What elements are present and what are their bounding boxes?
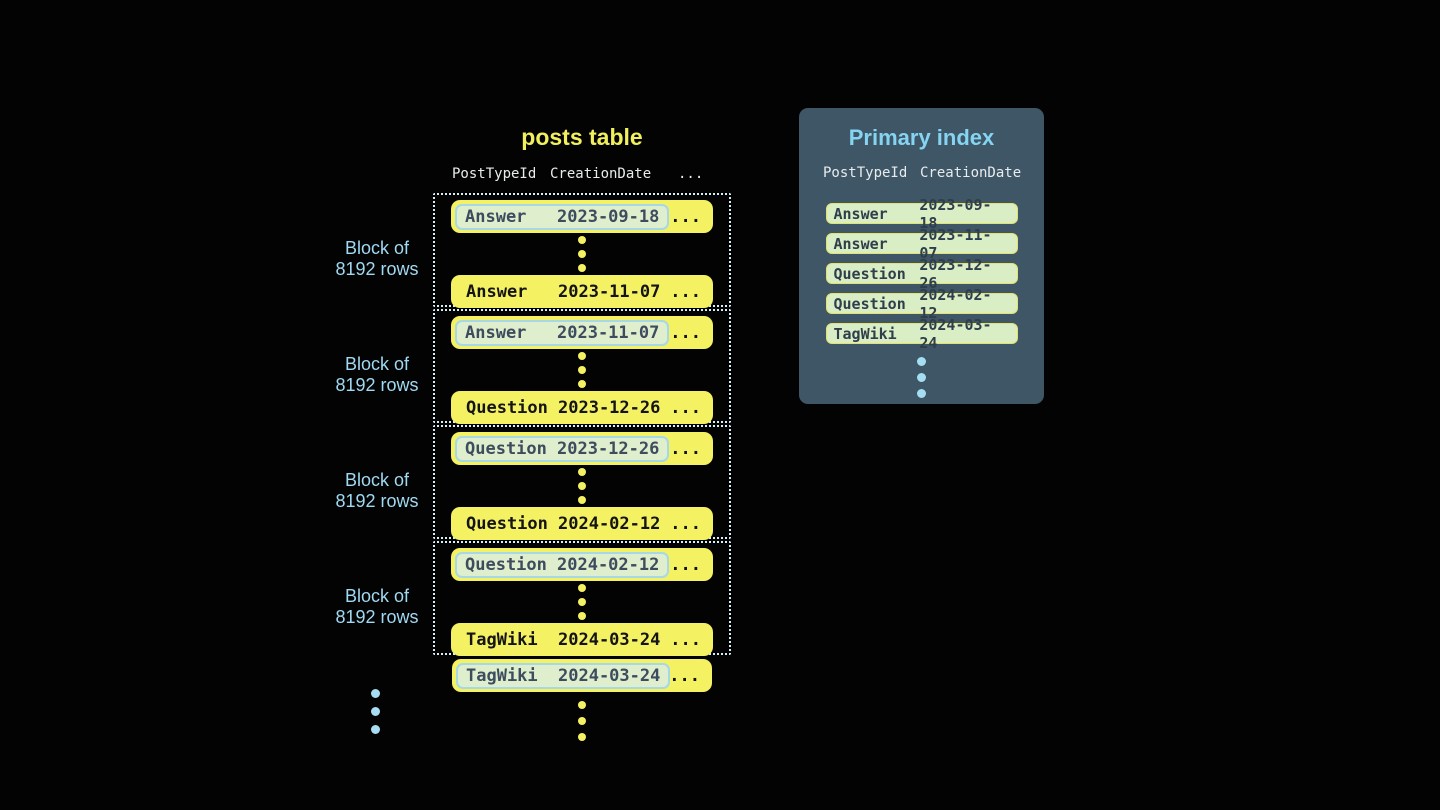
- other-columns-ellipsis: ...: [669, 665, 700, 686]
- other-columns-ellipsis: ...: [670, 629, 701, 650]
- post-type-cell: Question: [833, 294, 906, 313]
- creation-date-cell: 2023-11-07: [557, 322, 660, 343]
- index-entry: Question 2024-02-12: [825, 286, 1018, 322]
- creation-date-cell: 2023-12-26: [919, 255, 992, 292]
- block-size-label: Block of 8192 rows: [277, 238, 477, 280]
- post-type-cell: Answer: [465, 206, 527, 227]
- other-columns-ellipsis: ...: [670, 513, 701, 534]
- row-block-2: Answer 2023-11-07 ... Question 2023-12-2…: [433, 309, 731, 424]
- creation-date-cell: 2024-02-12: [558, 513, 661, 534]
- post-type-cell: Answer: [833, 234, 888, 253]
- post-type-cell: Question: [465, 438, 547, 459]
- block-size-label: Block of 8192 rows: [277, 354, 477, 396]
- indexed-columns-highlight: Question 2024-02-12: [455, 551, 670, 578]
- creation-date-cell: 2023-09-18: [919, 195, 992, 232]
- block-size-label-line1: Block of: [344, 354, 410, 374]
- post-type-cell: Answer: [466, 281, 528, 302]
- index-entry: TagWiki 2024-03-24: [825, 316, 1018, 352]
- block-size-label-line1: Block of: [344, 238, 410, 258]
- table-row: Answer 2023-09-18 ...: [451, 200, 713, 233]
- block-size-label-line2: 8192 rows: [335, 491, 419, 511]
- post-type-cell: TagWiki: [833, 324, 897, 343]
- post-type-cell: Answer: [833, 204, 888, 223]
- column-header-ellipsis: ...: [678, 166, 704, 182]
- index-entry: Answer 2023-11-07: [825, 226, 1018, 262]
- table-row-next-block: TagWiki 2024-03-24 ...: [452, 659, 712, 692]
- post-type-cell: Question: [833, 264, 906, 283]
- creation-date-cell: 2023-12-26: [557, 438, 660, 459]
- post-type-cell: TagWiki: [466, 629, 538, 650]
- table-row: Answer 2023-11-07 ...: [451, 316, 713, 349]
- post-type-cell: Answer: [465, 322, 527, 343]
- block-size-label: Block of 8192 rows: [277, 586, 477, 628]
- primary-index-title: Primary index: [848, 125, 995, 150]
- column-header-creationdate: CreationDate: [920, 165, 1022, 181]
- other-columns-ellipsis: ...: [670, 438, 701, 459]
- indexed-columns-highlight: Answer 2023-09-18: [455, 203, 670, 230]
- other-columns-ellipsis: ...: [670, 322, 701, 343]
- posts-table-title: posts table: [521, 124, 643, 150]
- indexed-columns-highlight: Answer 2023-11-07: [455, 319, 670, 346]
- table-row: Question 2024-02-12 ...: [451, 507, 713, 540]
- table-row: Question 2024-02-12 ...: [451, 548, 713, 581]
- indexed-columns-highlight: Question 2023-12-26: [455, 435, 670, 462]
- creation-date-cell: 2023-09-18: [557, 206, 660, 227]
- creation-date-cell: 2024-02-12: [919, 285, 992, 322]
- creation-date-cell: 2023-11-07: [919, 225, 992, 262]
- other-columns-ellipsis: ...: [670, 281, 701, 302]
- creation-date-cell: 2023-12-26: [558, 397, 661, 418]
- indexed-columns-highlight: TagWiki 2024-03-24: [456, 662, 671, 689]
- block-size-label-line1: Block of: [344, 470, 410, 490]
- block-size-label-line1: Block of: [344, 586, 410, 606]
- table-row: TagWiki 2024-03-24 ...: [451, 623, 713, 656]
- table-row: Question 2023-12-26 ...: [451, 391, 713, 424]
- column-header-posttypeid: PostTypeId: [823, 165, 908, 181]
- other-columns-ellipsis: ...: [670, 206, 701, 227]
- other-columns-ellipsis: ...: [670, 397, 701, 418]
- table-row: Question 2023-12-26 ...: [451, 432, 713, 465]
- index-entry: Question 2023-12-26: [825, 256, 1018, 292]
- table-row: Answer 2023-11-07 ...: [451, 275, 713, 308]
- omitted-rows-dots: [578, 581, 586, 623]
- posts-table-column-headers: PostTypeId CreationDate ...: [433, 166, 731, 186]
- creation-date-cell: 2024-02-12: [557, 554, 660, 575]
- row-block-4: Question 2024-02-12 ... TagWiki 2024-03-…: [433, 541, 731, 656]
- creation-date-cell: 2024-03-24: [558, 665, 661, 686]
- post-type-cell: TagWiki: [466, 665, 538, 686]
- post-type-cell: Question: [466, 397, 548, 418]
- omitted-rows-dots: [578, 465, 586, 507]
- more-blocks-dots: [371, 684, 380, 738]
- omitted-rows-dots: [578, 697, 586, 745]
- block-size-label-line2: 8192 rows: [335, 259, 419, 279]
- row-block-1: Answer 2023-09-18 ... Answer 2023-11-07 …: [433, 193, 731, 308]
- omitted-rows-dots: [578, 233, 586, 275]
- block-size-label-line2: 8192 rows: [335, 375, 419, 395]
- omitted-rows-dots: [578, 349, 586, 391]
- creation-date-cell: 2023-11-07: [558, 281, 661, 302]
- primary-index-column-headers: PostTypeId CreationDate: [799, 165, 1044, 183]
- other-columns-ellipsis: ...: [670, 554, 701, 575]
- block-size-label-line2: 8192 rows: [335, 607, 419, 627]
- post-type-cell: Question: [466, 513, 548, 534]
- creation-date-cell: 2024-03-24: [919, 315, 992, 352]
- primary-index-panel: Primary index PostTypeId CreationDate An…: [799, 108, 1044, 404]
- column-header-posttypeid: PostTypeId: [452, 166, 537, 182]
- index-entry: Answer 2023-09-18: [825, 196, 1018, 232]
- block-size-label: Block of 8192 rows: [277, 470, 477, 512]
- more-index-entries-dots: [799, 353, 1044, 401]
- column-header-creationdate: CreationDate: [550, 166, 652, 182]
- post-type-cell: Question: [465, 554, 547, 575]
- creation-date-cell: 2024-03-24: [558, 629, 661, 650]
- row-block-3: Question 2023-12-26 ... Question 2024-02…: [433, 425, 731, 540]
